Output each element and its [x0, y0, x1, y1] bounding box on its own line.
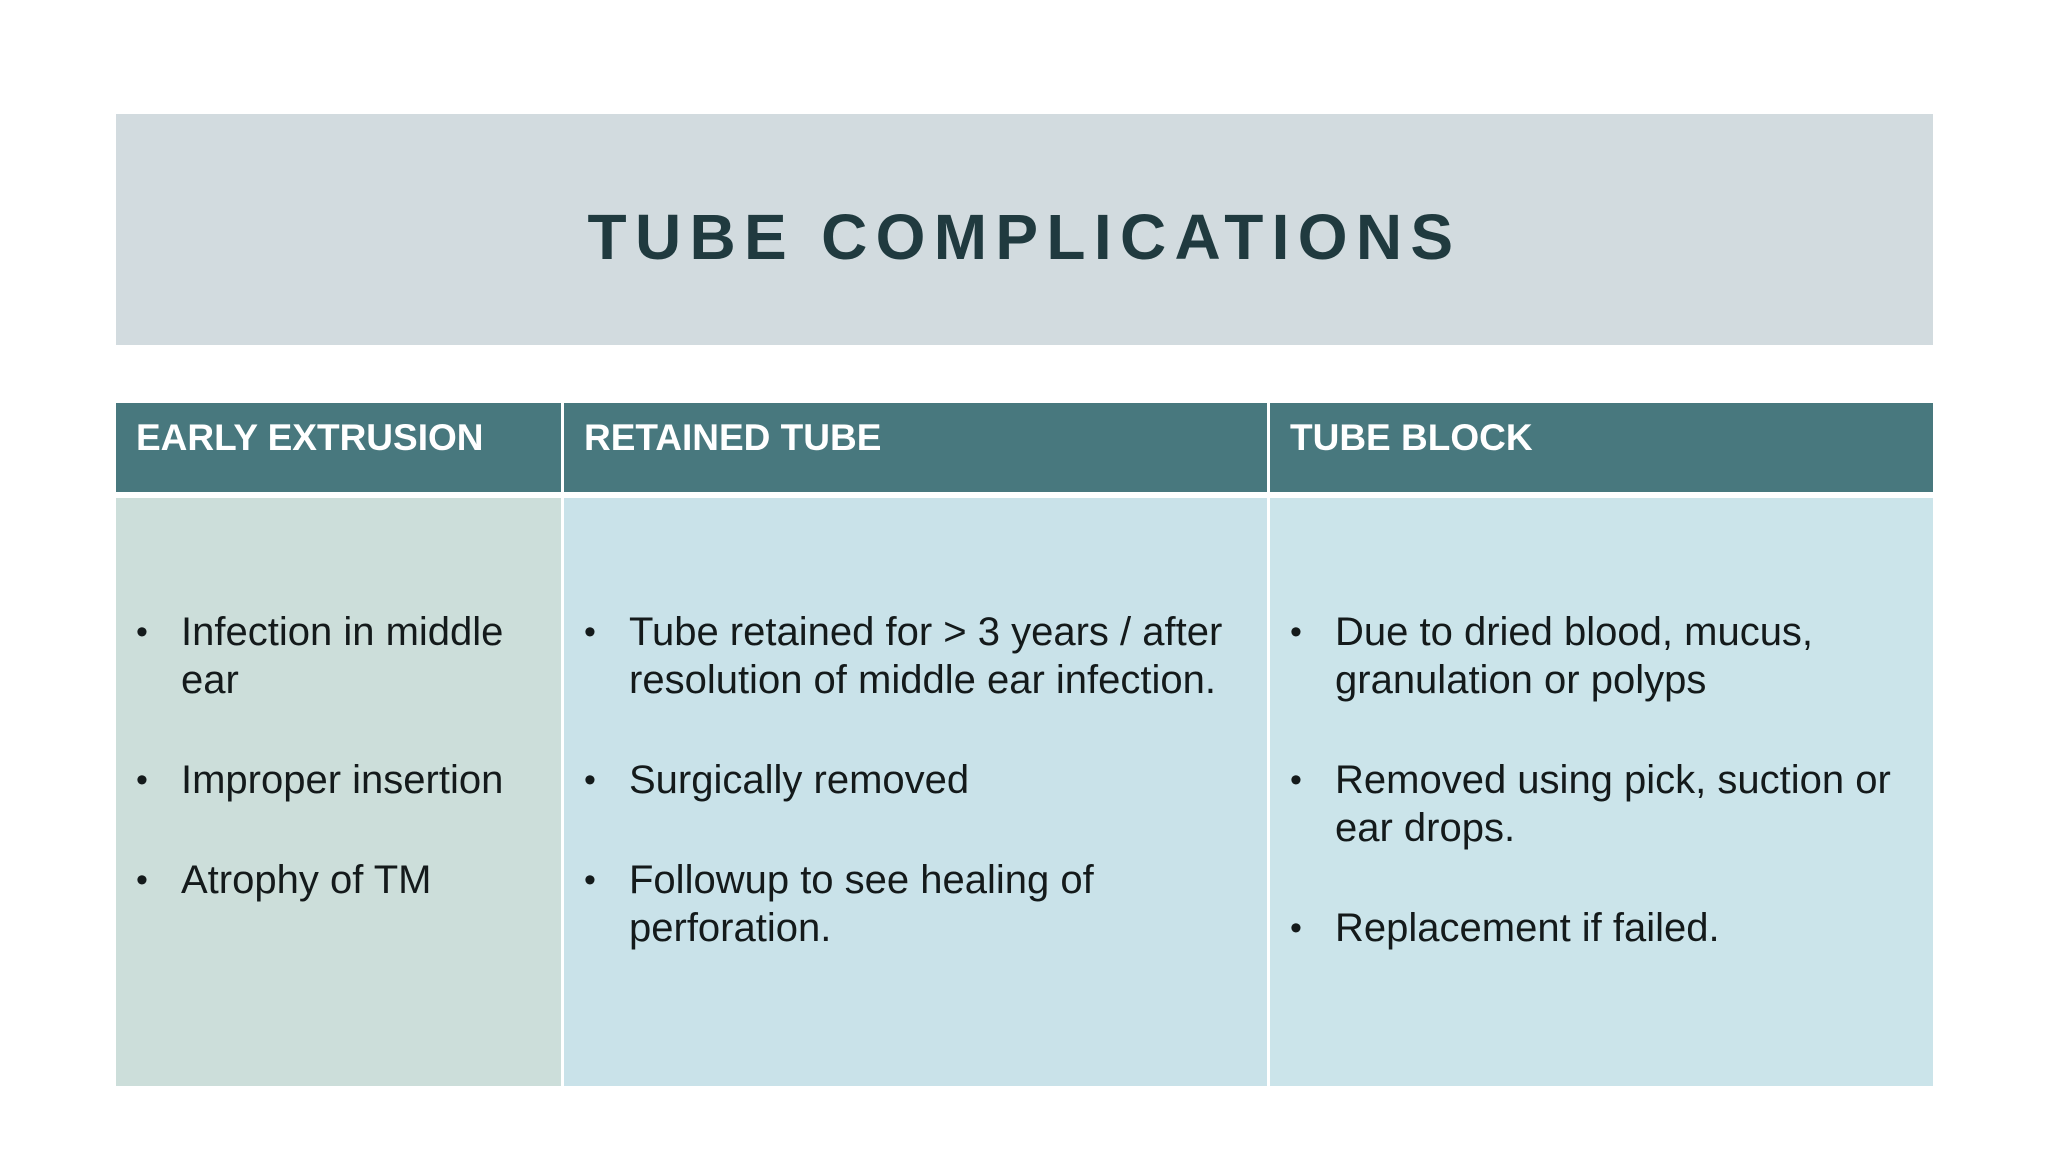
- bullet-icon: •: [584, 861, 596, 899]
- bullet-icon: •: [584, 761, 596, 799]
- list-item: • Surgically removed: [584, 756, 1241, 804]
- list-item: • Replacement if failed.: [1290, 904, 1907, 952]
- table-cell-early-extrusion: • Infection in middle ear • Improper ins…: [116, 498, 561, 1086]
- bullet-text: Surgically removed: [629, 758, 970, 802]
- list-item: • Followup to see healing of perforation…: [584, 856, 1241, 952]
- column-header-retained-tube: RETAINED TUBE: [564, 403, 1267, 492]
- table-cell-retained-tube: • Tube retained for > 3 years / after re…: [564, 498, 1267, 1086]
- bullet-text: Followup to see healing of perforation.: [629, 858, 1094, 950]
- list-item: • Infection in middle ear: [136, 608, 535, 704]
- complications-table: EARLY EXTRUSION RETAINED TUBE TUBE BLOCK…: [116, 403, 1933, 1086]
- column-header-tube-block: TUBE BLOCK: [1270, 403, 1933, 492]
- bullet-text: Replacement if failed.: [1335, 906, 1720, 950]
- bullet-list: • Infection in middle ear • Improper ins…: [136, 608, 535, 904]
- bullet-text: Tube retained for > 3 years / after reso…: [629, 610, 1223, 702]
- bullet-icon: •: [136, 613, 148, 651]
- bullet-icon: •: [1290, 909, 1302, 947]
- bullet-icon: •: [136, 861, 148, 899]
- bullet-icon: •: [584, 613, 596, 651]
- bullet-icon: •: [1290, 761, 1302, 799]
- list-item: • Removed using pick, suction or ear dro…: [1290, 756, 1907, 852]
- list-item: • Improper insertion: [136, 756, 535, 804]
- bullet-text: Removed using pick, suction or ear drops…: [1335, 758, 1891, 850]
- bullet-text: Infection in middle ear: [181, 610, 504, 702]
- bullet-list: • Tube retained for > 3 years / after re…: [584, 608, 1241, 952]
- slide-title: TUBE COMPLICATIONS: [587, 200, 1462, 273]
- bullet-text: Improper insertion: [181, 758, 504, 802]
- table-cell-tube-block: • Due to dried blood, mucus, granulation…: [1270, 498, 1933, 1086]
- bullet-text: Atrophy of TM: [181, 858, 432, 902]
- column-header-early-extrusion: EARLY EXTRUSION: [116, 403, 561, 492]
- list-item: • Tube retained for > 3 years / after re…: [584, 608, 1241, 704]
- list-item: • Due to dried blood, mucus, granulation…: [1290, 608, 1907, 704]
- bullet-icon: •: [1290, 613, 1302, 651]
- bullet-list: • Due to dried blood, mucus, granulation…: [1290, 608, 1907, 952]
- list-item: • Atrophy of TM: [136, 856, 535, 904]
- title-banner: TUBE COMPLICATIONS: [116, 114, 1933, 345]
- bullet-icon: •: [136, 761, 148, 799]
- bullet-text: Due to dried blood, mucus, granulation o…: [1335, 610, 1814, 702]
